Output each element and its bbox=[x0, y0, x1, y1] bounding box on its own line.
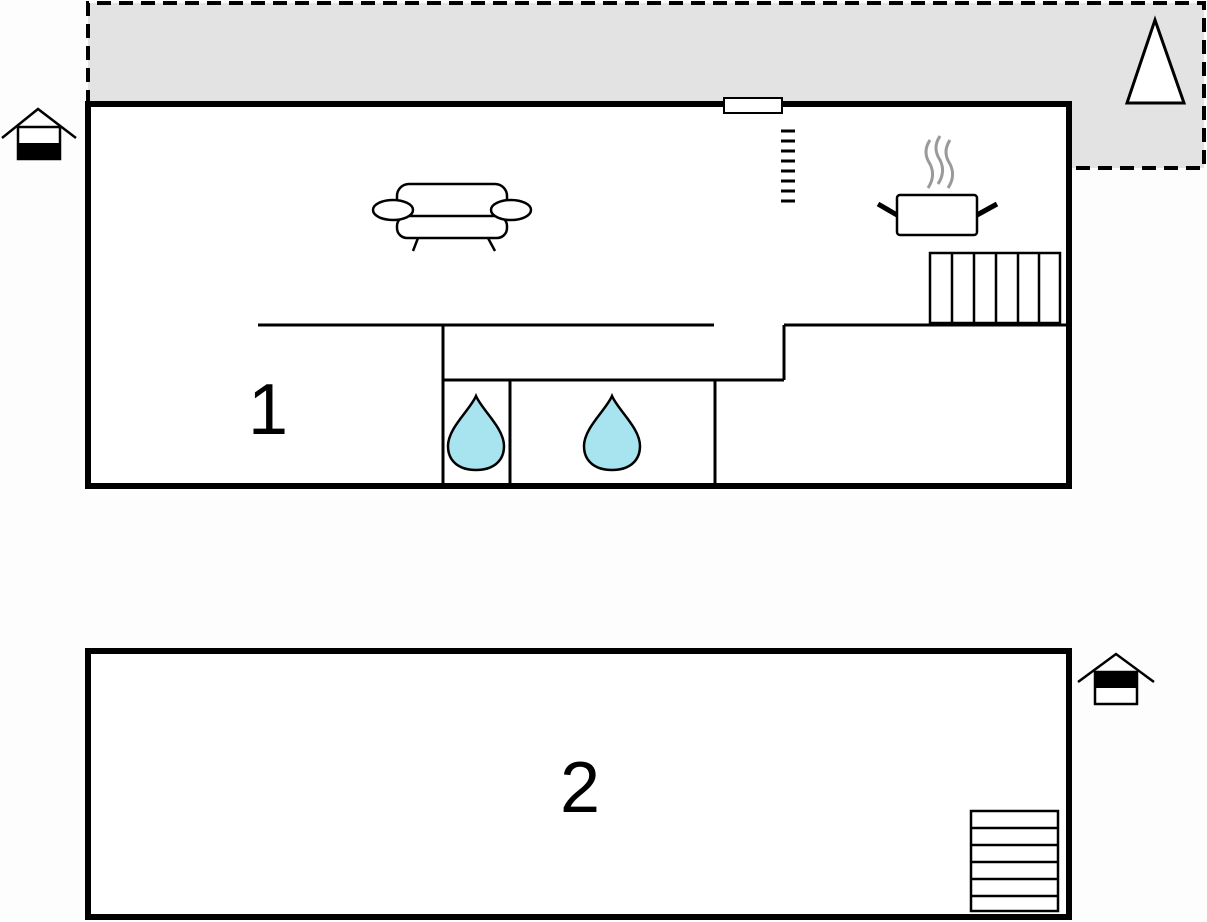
terrace-fill bbox=[88, 3, 1204, 168]
floor-1-outer-wall bbox=[85, 101, 1072, 489]
house-entrance-icon bbox=[1077, 652, 1155, 706]
loft-ladder bbox=[781, 129, 795, 203]
floor-2: 2 bbox=[85, 648, 1072, 920]
cooking-pot-icon bbox=[876, 135, 999, 237]
stairs-icon bbox=[928, 251, 1062, 325]
floor-1: 1 bbox=[85, 97, 1072, 489]
floor-2-outer-wall bbox=[85, 648, 1072, 920]
sofa-icon bbox=[371, 182, 533, 252]
stairs-icon bbox=[969, 809, 1060, 913]
water-drop-icon bbox=[446, 392, 506, 472]
floor-2-number: 2 bbox=[560, 748, 600, 828]
floor-1-number: 1 bbox=[248, 370, 288, 450]
window-icon bbox=[723, 97, 783, 114]
house-entrance-icon bbox=[1, 107, 77, 161]
water-drop-icon bbox=[582, 392, 642, 472]
floor-1-interior-walls bbox=[258, 323, 1069, 486]
tree-icon bbox=[1124, 15, 1187, 105]
terrace-dashed-border bbox=[86, 1, 1206, 170]
